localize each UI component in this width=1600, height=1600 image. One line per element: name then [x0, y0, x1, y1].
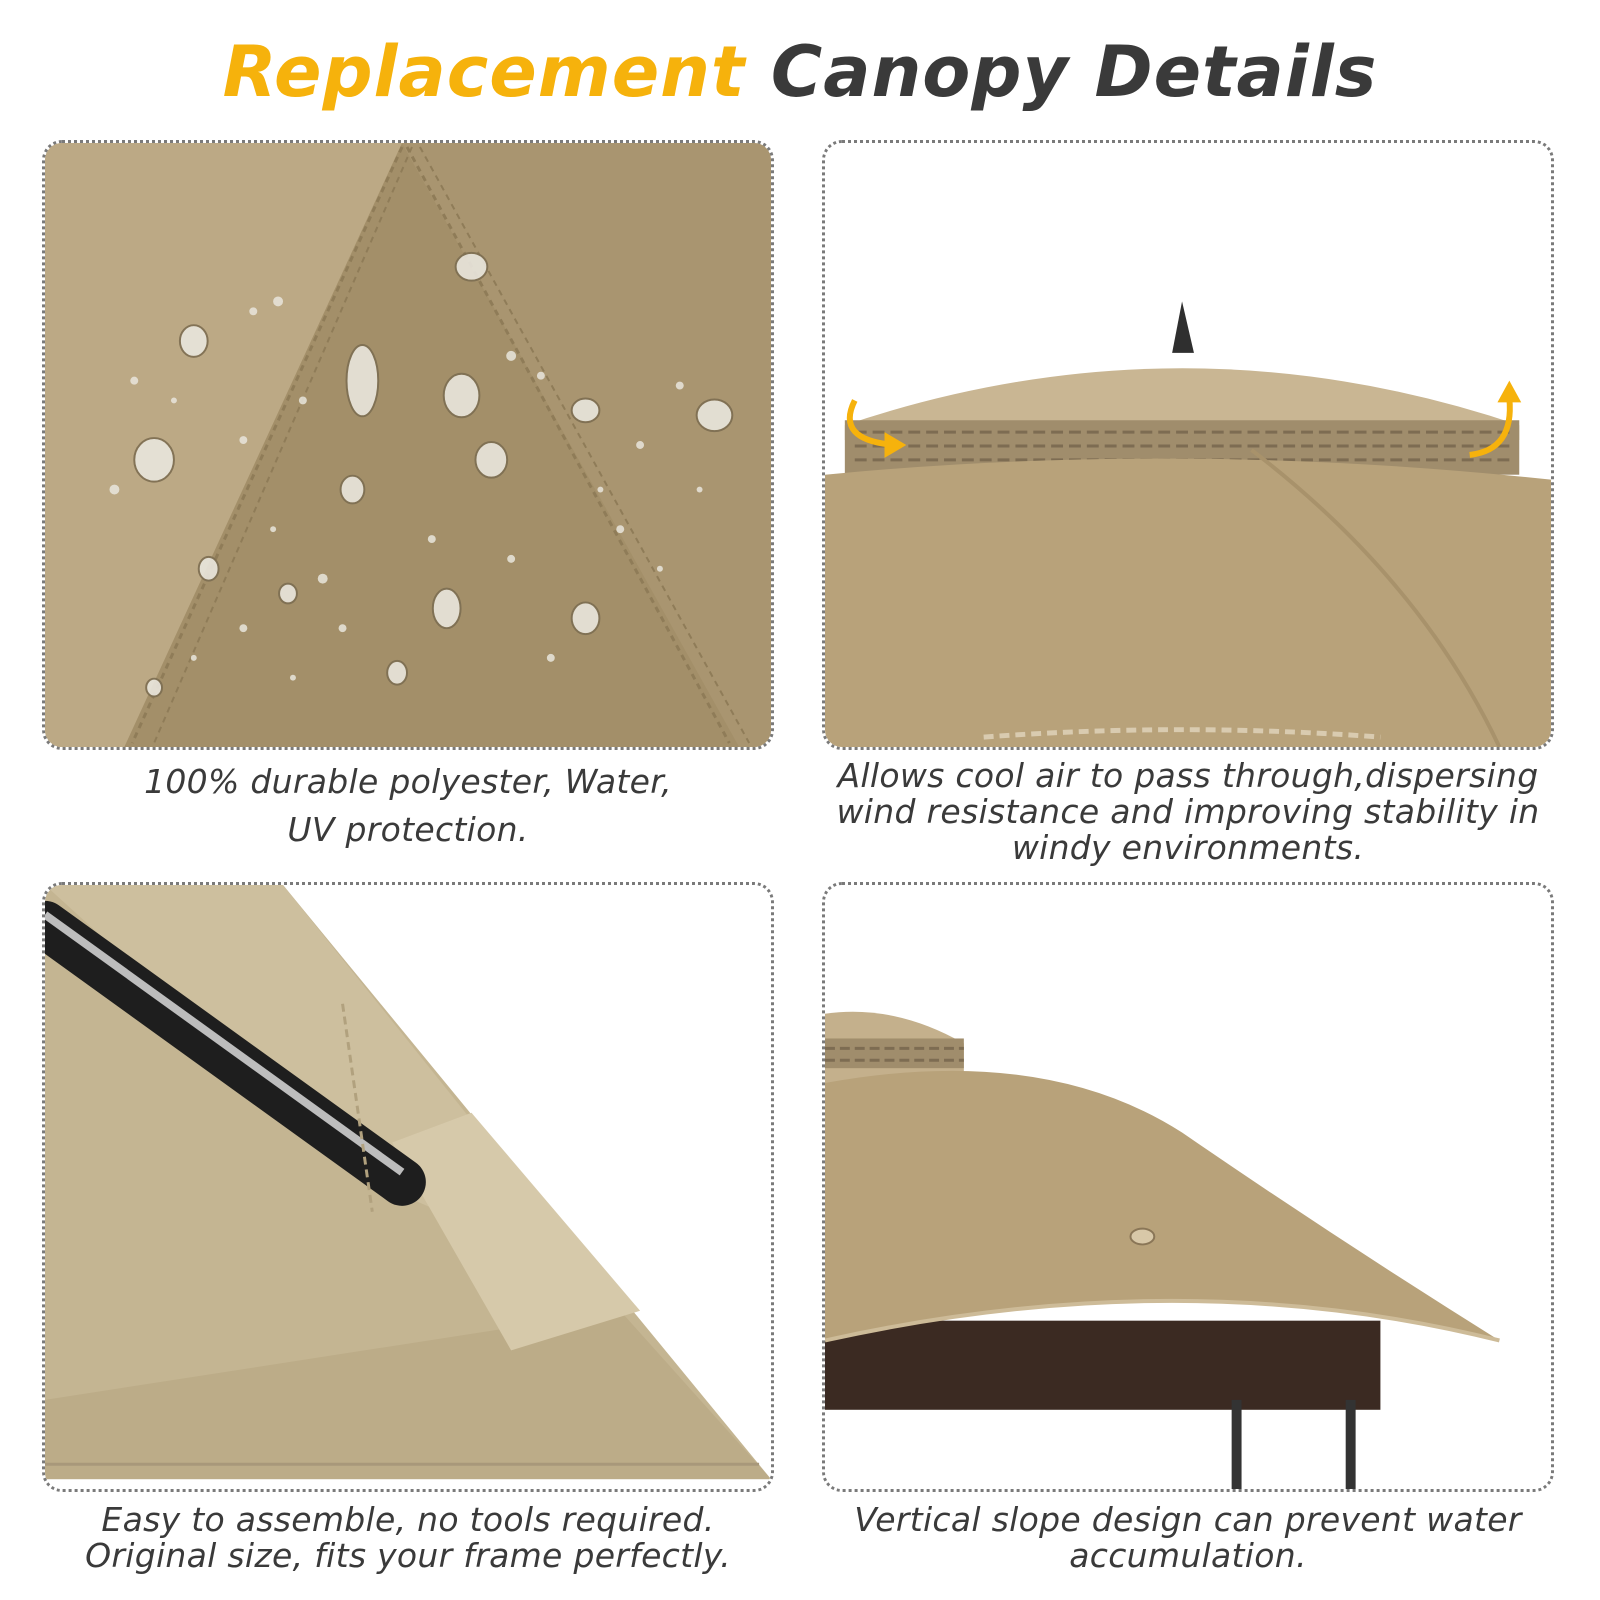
- caption-line: accumulation.: [1069, 1536, 1307, 1575]
- caption-line: 100% durable polyester, Water,: [144, 762, 672, 801]
- caption-line: Original size, fits your frame perfectly…: [85, 1536, 731, 1575]
- caption-line: Easy to assemble, no tools required.: [101, 1500, 715, 1539]
- canopy-corner-image: [42, 882, 774, 1492]
- slope-illustration: [825, 885, 1551, 1489]
- caption-waterproof: 100% durable polyester, Water, UV protec…: [38, 758, 778, 854]
- caption-line: windy environments.: [1011, 828, 1365, 867]
- vented-canopy-image: [822, 140, 1554, 750]
- caption-line: wind resistance and improving stability …: [836, 792, 1540, 831]
- caption-line: Allows cool air to pass through,dispersi…: [837, 756, 1539, 795]
- title-accent: Replacement: [222, 31, 746, 113]
- caption-ventilation: Allows cool air to pass through,dispersi…: [818, 758, 1558, 866]
- caption-line: UV protection.: [287, 810, 529, 849]
- caption-assembly: Easy to assemble, no tools required. Ori…: [38, 1502, 778, 1574]
- caption-line: Vertical slope design can prevent water: [854, 1500, 1522, 1539]
- fabric-illustration: [45, 143, 771, 747]
- vent-illustration: [825, 143, 1551, 747]
- corner-illustration: [45, 885, 771, 1489]
- title-rest: Canopy Details: [770, 31, 1378, 113]
- page-title: Replacement Canopy Details: [0, 22, 1600, 122]
- caption-slope: Vertical slope design can prevent water …: [818, 1502, 1558, 1574]
- waterproof-fabric-image: [42, 140, 774, 750]
- canopy-slope-image: [822, 882, 1554, 1492]
